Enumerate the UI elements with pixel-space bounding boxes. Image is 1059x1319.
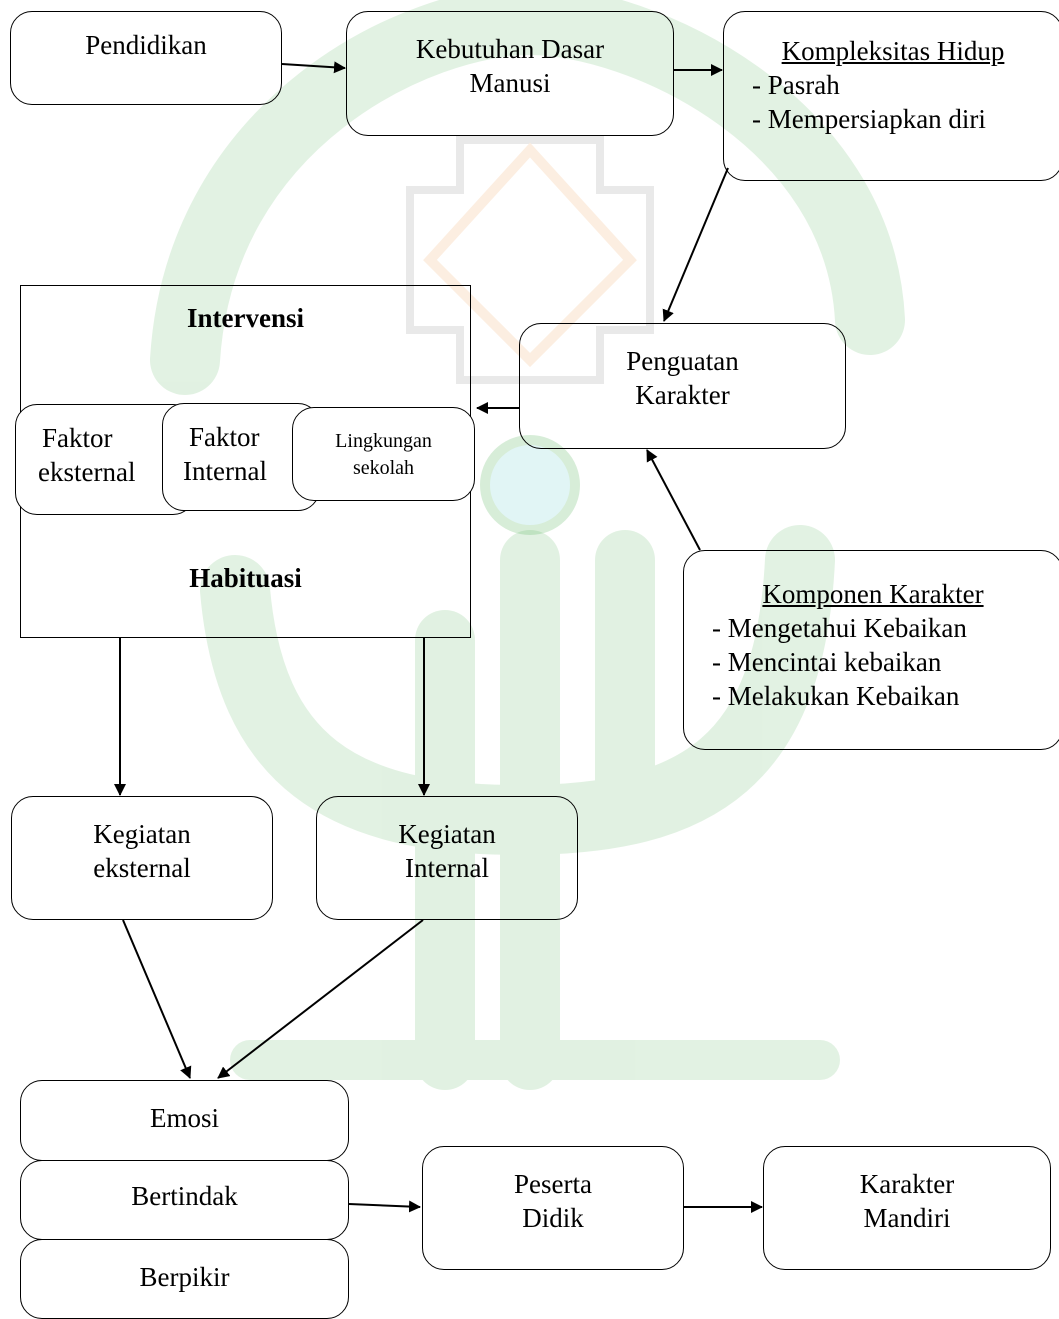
node-faktor-eksternal-line1: Faktor [42, 423, 113, 453]
node-pendidikan: Pendidikan [10, 11, 282, 105]
node-kegiatan-eksternal-line2: eksternal [93, 853, 191, 883]
node-komponen-item: - Mencintai kebaikan [712, 647, 942, 677]
arrow-kompleksitas-to-penguatan [662, 167, 729, 322]
node-intervensi-habituasi: Intervensi Habituasi [20, 285, 471, 638]
arrow-bertindak-to-peserta [348, 1200, 421, 1213]
node-karakter-mandiri-line1: Karakter [859, 1169, 955, 1199]
node-peserta-line2: Didik [522, 1203, 584, 1233]
node-penguatan-line1: Penguatan [626, 346, 739, 376]
watermark-diamond [423, 142, 637, 368]
node-karakter-mandiri: Karakter Mandiri [763, 1146, 1051, 1270]
arrow-kegiatan-internal-to-emosi [217, 919, 424, 1079]
node-lingkungan-sekolah: Lingkungan sekolah [292, 407, 475, 501]
node-komponen-title: Komponen Karakter [762, 579, 984, 609]
arrow-komponen-to-penguatan [646, 449, 701, 551]
node-lingkungan-line2: sekolah [352, 457, 415, 479]
watermark-star [406, 136, 654, 384]
node-faktor-internal-line2: Internal [183, 456, 267, 486]
node-kompleksitas-hidup: Kompleksitas Hidup - Pasrah - Mempersiap… [723, 11, 1059, 181]
node-komponen-karakter: Komponen Karakter - Mengetahui Kebaikan … [683, 550, 1059, 750]
watermark-bowl [200, 525, 835, 856]
arrow-pendidikan-to-kebutuhan [281, 61, 346, 74]
node-intervensi-label: Intervensi [187, 303, 304, 333]
node-kegiatan-internal-line2: Internal [405, 853, 489, 883]
node-komponen-item: - Melakukan Kebaikan [712, 681, 960, 711]
node-faktor-internal-line1: Faktor [189, 422, 260, 452]
node-penguatan-karakter: Penguatan Karakter [519, 323, 846, 449]
arrow-kegiatan-eksternal-to-emosi [122, 919, 192, 1079]
node-habituasi-label: Habituasi [189, 563, 302, 593]
node-peserta-line1: Peserta [514, 1169, 592, 1199]
watermark-arch [150, 0, 905, 395]
node-penguatan-line2: Karakter [635, 380, 730, 410]
node-emosi-label: Emosi [149, 1103, 219, 1133]
node-kegiatan-internal-line1: Kegiatan [398, 819, 496, 849]
node-kompleksitas-item: - Pasrah [752, 70, 840, 100]
node-komponen-item: - Mengetahui Kebaikan [712, 613, 967, 643]
node-bertindak-label: Bertindak [131, 1181, 238, 1211]
node-kompleksitas-title: Kompleksitas Hidup [781, 36, 1005, 66]
node-karakter-mandiri-line2: Mandiri [863, 1203, 951, 1233]
node-kebutuhan-dasar: Kebutuhan Dasar Manusi [346, 11, 674, 136]
node-faktor-eksternal-line2: eksternal [38, 457, 136, 487]
node-kompleksitas-item: - Mempersiapkan diri [752, 104, 986, 134]
node-kebutuhan-line1: Kebutuhan Dasar [415, 34, 605, 64]
node-lingkungan-line1: Lingkungan [335, 430, 432, 452]
node-peserta-didik: Peserta Didik [422, 1146, 684, 1270]
node-pendidikan-label: Pendidikan [85, 30, 207, 60]
node-kegiatan-eksternal-line1: Kegiatan [93, 819, 191, 849]
node-kegiatan-internal: Kegiatan Internal [316, 796, 578, 920]
node-berpikir-label: Berpikir [139, 1262, 230, 1292]
node-kebutuhan-line2: Manusi [469, 68, 551, 98]
node-kegiatan-eksternal: Kegiatan eksternal [11, 796, 273, 920]
